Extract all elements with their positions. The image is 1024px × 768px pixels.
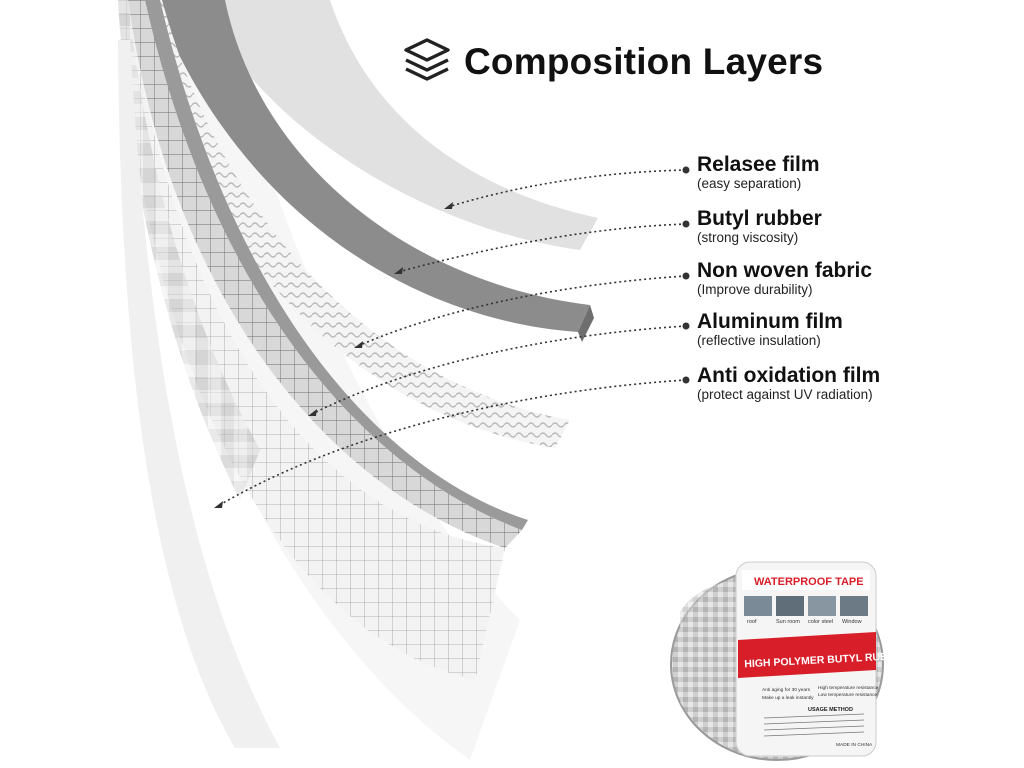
use-label: roof xyxy=(747,619,757,625)
layer-desc: (strong viscosity) xyxy=(697,230,799,245)
svg-text:Anti aging for 30 years Ma: Anti aging for 30 years Make up a leak i… xyxy=(762,685,880,701)
svg-text:roof Sun room color st: roof Sun room color steel Window xyxy=(747,619,862,625)
butyl-rubber-shape xyxy=(155,0,590,332)
layer-label-aluminum-film: Aluminum film (reflective insulation) xyxy=(697,311,1017,349)
layer-desc: (protect against UV radiation) xyxy=(697,387,873,402)
brand-banner: WATERPROOF TAPE xyxy=(754,576,864,588)
usage-title: USAGE METHOD xyxy=(808,707,853,713)
use-label: color steel xyxy=(808,619,833,625)
release-film-shape xyxy=(200,0,598,250)
layer-name: Aluminum film xyxy=(697,310,843,333)
origin-text: MADE IN CHINA xyxy=(836,742,873,748)
spec-text: Low temperature resistance xyxy=(818,692,878,698)
layer-label-anti-oxidation-film: Anti oxidation film (protect against UV … xyxy=(697,365,1017,403)
spec-text: High temperature resistance xyxy=(818,685,879,691)
layer-desc: (reflective insulation) xyxy=(697,333,821,348)
leader-line-release xyxy=(447,169,687,208)
leader-line-aluminum xyxy=(311,325,687,415)
leader-line-anti-oxidation xyxy=(217,379,687,507)
layer-label-non-woven-fabric: Non woven fabric (Improve durability) xyxy=(697,260,1017,298)
page-title: Composition Layers xyxy=(464,41,824,82)
layer-name: Butyl rubber xyxy=(697,207,822,230)
leader-line-butyl xyxy=(397,223,687,273)
use-icons-row xyxy=(744,596,868,616)
feature-text: Make up a leak instantly xyxy=(762,695,814,701)
non-woven-fabric-shape xyxy=(135,0,570,448)
header: Composition Layers xyxy=(402,36,823,88)
use-label: Sun room xyxy=(776,619,800,625)
layer-label-butyl-rubber: Butyl rubber (strong viscosity) xyxy=(697,208,1017,246)
layer-name: Anti oxidation film xyxy=(697,364,881,387)
layer-desc: (Improve durability) xyxy=(697,282,813,297)
tape-roll-image: WATERPROOF TAPE roof Sun room color stee… xyxy=(670,561,886,761)
layer-label-release-film: Relasee film (easy separation) xyxy=(697,154,1017,192)
layer-desc: (easy separation) xyxy=(697,176,802,191)
feature-text: Anti aging for 30 years xyxy=(762,687,811,693)
layer-name: Relasee film xyxy=(697,153,820,176)
stacked-layers-icon xyxy=(404,38,450,81)
layer-name: Non woven fabric xyxy=(697,259,873,282)
use-label: Window xyxy=(842,619,862,625)
